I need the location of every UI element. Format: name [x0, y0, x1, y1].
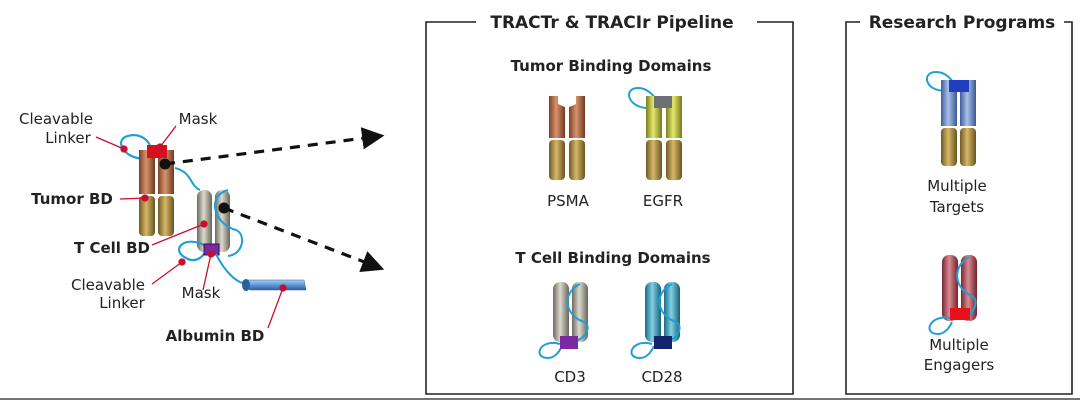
pipeline-title: TRACTr & TRACIr Pipeline [490, 13, 733, 33]
cd28-label: CD28 [641, 368, 682, 386]
tumor-bd-col-left-bottom [139, 196, 155, 236]
albumin-bd-shape [242, 279, 307, 291]
cleavable-linker-top-label-2: Linker [45, 129, 91, 147]
arrow-upper [164, 127, 385, 166]
psma-molecule [549, 96, 585, 180]
tumor-binding-heading: Tumor Binding Domains [511, 57, 712, 75]
cleavable-linker-bottom-label-2: Linker [99, 294, 145, 312]
multiple-engagers-label-1: Multiple [929, 336, 989, 354]
cd3-molecule [538, 282, 589, 360]
albumin-bd-label: Albumin BD [166, 327, 265, 345]
multiple-engagers-molecule [928, 255, 977, 336]
multiple-targets-label-2: Targets [929, 198, 984, 216]
cleavable-linker-bottom-label-1: Cleavable [71, 276, 145, 294]
tether-linker [174, 167, 201, 191]
arrow-lower [223, 206, 385, 273]
research-title: Research Programs [869, 13, 1056, 33]
multiple-targets-molecule [925, 70, 976, 166]
psma-label: PSMA [547, 192, 590, 210]
egfr-label: EGFR [643, 192, 683, 210]
multiple-engagers-label-2: Engagers [924, 356, 995, 374]
tractr-molecule: Cleavable Linker Mask Tumor BD T Cell BD… [19, 110, 385, 345]
egfr-molecule [628, 86, 682, 180]
research-border [845, 21, 1073, 395]
tumor-bd-col-left-top [139, 150, 155, 194]
multiple-targets-label-1: Multiple [927, 177, 987, 195]
tumor-bd-col-right-bottom [158, 196, 174, 236]
cleavable-linker-top-label-1: Cleavable [19, 110, 93, 128]
pipeline-panel: TRACTr & TRACIr Pipeline Tumor Binding D… [425, 13, 794, 395]
t-cell-bd-label: T Cell BD [74, 239, 150, 257]
mask-purple-cd3 [560, 336, 578, 349]
albumin-linker [215, 253, 249, 285]
tcell-linker [214, 189, 244, 257]
tumor-bd-label: Tumor BD [31, 190, 113, 208]
mask-navy [654, 336, 672, 349]
t-cell-binding-heading: T Cell Binding Domains [515, 249, 710, 267]
cd3-label: CD3 [554, 368, 586, 386]
mask-gray [654, 96, 672, 108]
pipeline-border [425, 21, 794, 395]
top-linker-loop [120, 134, 152, 160]
mask-bottom-label: Mask [182, 284, 221, 302]
research-panel: Research Programs Multiple Targets Multi… [845, 13, 1073, 395]
mask-blue [949, 80, 969, 92]
mask-red-engager [950, 308, 970, 320]
cd28-molecule [630, 282, 681, 360]
bottom-linker-loop [178, 240, 208, 262]
mask-top-label: Mask [179, 110, 218, 128]
